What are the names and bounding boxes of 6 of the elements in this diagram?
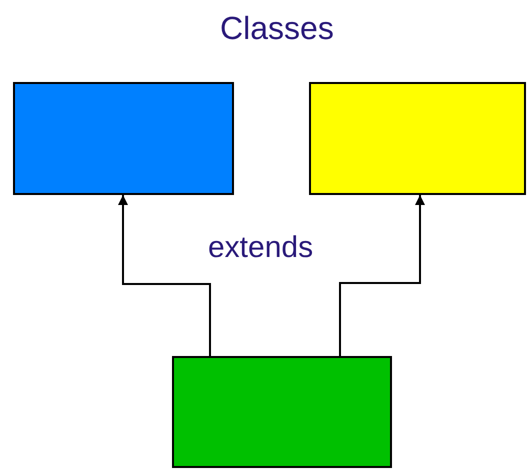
class-box	[172, 356, 392, 468]
arrow	[339, 195, 425, 356]
class-box	[309, 82, 526, 195]
arrow	[118, 195, 211, 356]
class-box	[13, 82, 234, 195]
title: Classes	[220, 9, 334, 48]
